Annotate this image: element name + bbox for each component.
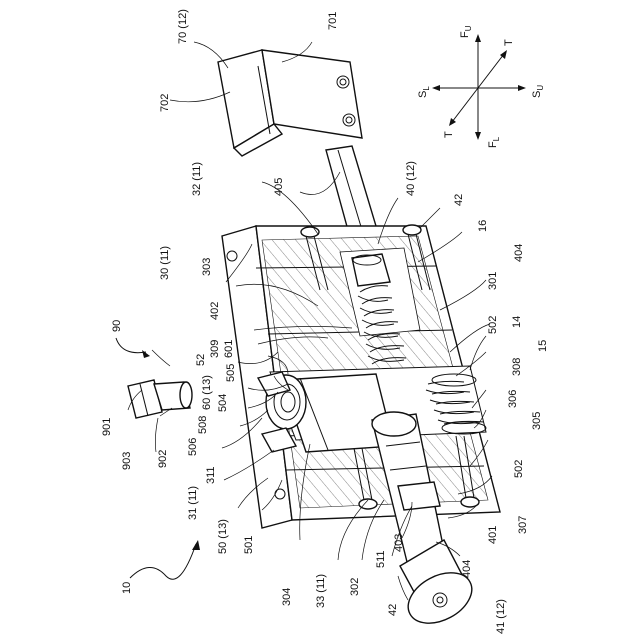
label-40-12: 40 (12) [405,161,417,196]
label-50-13: 50 (13) [217,519,229,554]
label-10: 10 [121,582,133,594]
label-402: 402 [209,302,221,320]
axis-label-fu: FU [459,25,473,38]
label-303: 303 [201,258,213,276]
label-304: 304 [281,588,293,606]
label-404-top: 404 [513,244,525,262]
label-42-top: 42 [453,194,465,206]
label-405: 405 [273,178,285,196]
bolt-90 [128,380,192,418]
label-307: 307 [517,516,529,534]
label-30-11: 30 (11) [159,246,171,280]
label-309: 309 [209,340,221,358]
label-90: 90 [111,320,123,332]
label-403: 403 [393,534,405,552]
label-404-bottom: 404 [461,560,473,578]
axis-label-sl: SL [417,86,431,98]
axis-label-fl: FL [487,136,501,148]
axis-label-su: SU [531,85,545,98]
label-70-12: 70 (12) [177,9,189,44]
label-15: 15 [537,340,549,352]
label-52: 52 [195,354,207,366]
label-501: 501 [243,536,255,554]
label-305: 305 [531,412,543,430]
label-702: 702 [159,94,171,112]
label-302: 302 [349,578,361,596]
label-902: 902 [157,450,169,468]
clamp-piece-70 [218,50,362,156]
label-508: 508 [197,416,209,434]
label-16: 16 [477,220,489,232]
label-31-11: 31 (11) [187,486,199,520]
label-511: 511 [375,550,387,568]
label-901: 901 [101,418,113,436]
label-601: 601 [223,340,235,358]
label-903: 903 [121,452,133,470]
label-60-13: 60 (13) [201,375,213,410]
label-506: 506 [187,438,199,456]
label-502-top: 502 [487,316,499,334]
label-701: 701 [327,12,339,30]
label-401: 401 [487,526,499,544]
label-41-12: 41 (12) [495,599,507,634]
axis-label-t-bottom: T [443,131,455,138]
axis-label-t-top: T [503,39,515,46]
label-504: 504 [217,394,229,412]
label-502-bottom: 502 [513,460,525,478]
label-306: 306 [507,390,519,408]
label-32-11: 32 (11) [191,162,203,196]
collet-assembly [258,372,394,452]
label-14: 14 [511,316,523,328]
direction-indicator [432,34,526,140]
label-308: 308 [511,358,523,376]
label-311: 311 [205,466,217,484]
label-505: 505 [225,364,237,382]
label-33-11: 33 (11) [315,574,327,608]
label-42-bottom: 42 [387,604,399,616]
label-301: 301 [487,272,499,290]
